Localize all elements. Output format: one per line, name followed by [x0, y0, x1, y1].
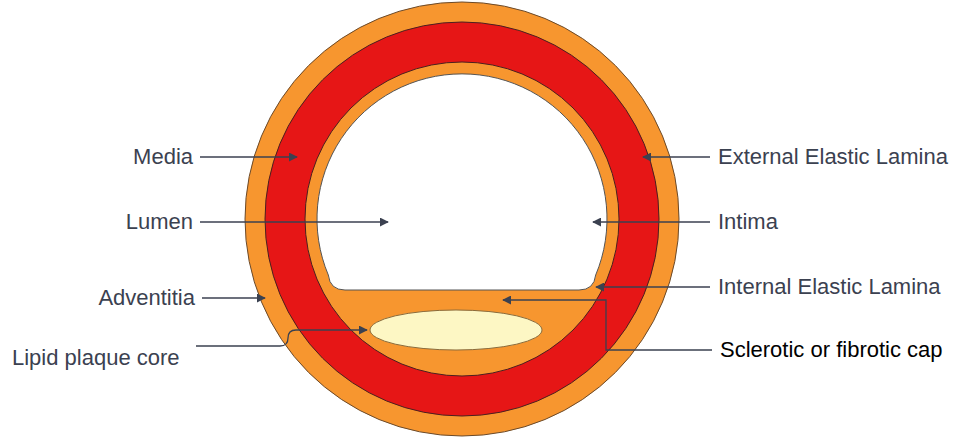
part-label: Sclerotic or fibrotic cap [720, 337, 943, 363]
leader-line [593, 221, 710, 222]
intima-layer [305, 62, 619, 376]
part-label: Intima [718, 209, 778, 235]
leader-line [643, 156, 710, 157]
part-label: Lipid plaque core [12, 345, 180, 371]
leader-line [202, 297, 265, 298]
lumen-shape [317, 74, 607, 290]
leader-line [200, 221, 388, 222]
lipid-core [370, 310, 542, 350]
leader-line [200, 156, 297, 157]
part-label: Adventitia [98, 285, 195, 311]
part-label: Lumen [126, 209, 193, 235]
leader-line [196, 330, 367, 346]
leader-line [596, 286, 710, 287]
media-layer [265, 22, 659, 416]
part-label: Internal Elastic Lamina [718, 274, 941, 300]
part-label: External Elastic Lamina [718, 144, 948, 170]
part-label: Media [133, 144, 193, 170]
adventitia-layer [245, 2, 679, 436]
leader-line [503, 300, 712, 350]
